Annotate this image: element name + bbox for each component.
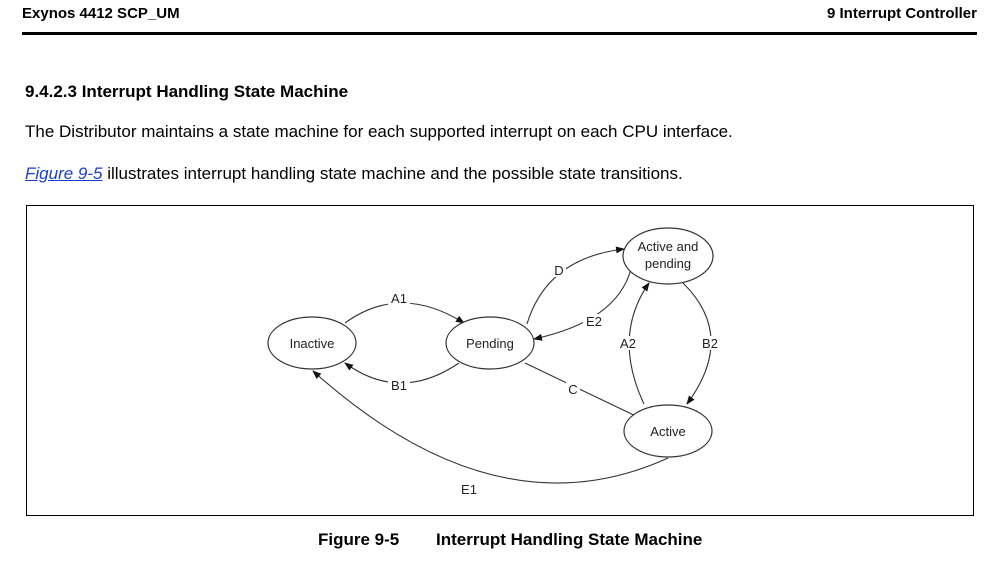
caption-title: Interrupt Handling State Machine — [436, 530, 703, 549]
edge-e1 — [312, 370, 669, 484]
label-a1: A1 — [391, 291, 407, 306]
caption-number: Figure 9-5 — [318, 530, 400, 549]
paragraph-1: The Distributor maintains a state machin… — [25, 122, 733, 141]
edge-c — [524, 362, 645, 421]
state-pending — [445, 316, 535, 370]
doc-header-left: Exynos 4412 SCP_UM — [22, 5, 180, 22]
paragraph-2-text: illustrates interrupt handling state mac… — [102, 164, 683, 183]
paragraph-2: Figure 9-5 illustrates interrupt handlin… — [25, 164, 683, 184]
figure-link[interactable]: Figure 9-5 — [25, 164, 103, 183]
state-active-and-pending-label-1: Active and — [638, 239, 699, 254]
figure-caption: Figure 9-5 Interrupt Handling State Machi… — [318, 530, 702, 550]
header-rule — [22, 32, 977, 35]
state-active-label: Active — [650, 424, 685, 439]
label-e1: E1 — [461, 482, 477, 497]
state-active — [623, 404, 713, 458]
label-a2: A2 — [620, 336, 636, 351]
section-title: 9.4.2.3 Interrupt Handling State Machine — [25, 82, 349, 101]
state-inactive-label: Inactive — [290, 336, 335, 351]
label-c: C — [568, 382, 577, 397]
state-pending-label: Pending — [466, 336, 514, 351]
doc-header-right: 9 Interrupt Controller — [826, 5, 977, 22]
label-b1: B1 — [391, 378, 407, 393]
edge-a1 — [344, 302, 465, 324]
state-inactive — [267, 316, 357, 370]
label-e2: E2 — [586, 314, 602, 329]
edge-d — [526, 246, 625, 325]
label-b2: B2 — [702, 336, 718, 351]
state-active-and-pending-label-2: pending — [645, 256, 691, 271]
figure-frame: A1 B1 C D E2 A2 B2 E1 Inactive Pending A… — [26, 205, 974, 516]
edge-e2 — [533, 268, 632, 341]
state-active-and-pending — [622, 227, 714, 285]
label-d: D — [554, 263, 563, 278]
state-machine-diagram: A1 B1 C D E2 A2 B2 E1 Inactive Pending A… — [267, 227, 721, 497]
